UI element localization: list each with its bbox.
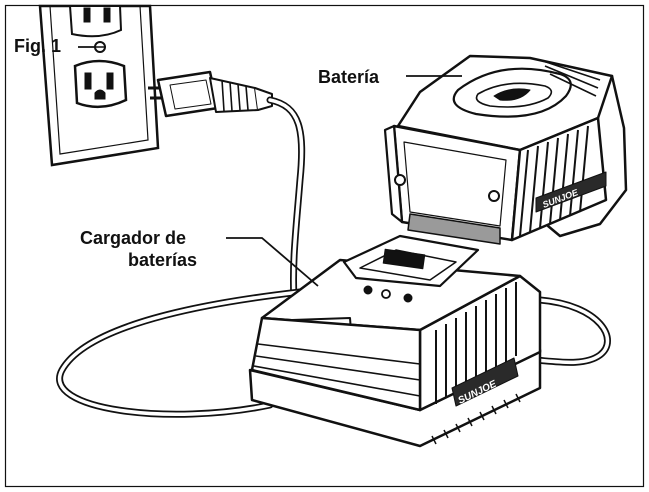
- power-cord: [56, 96, 611, 418]
- battery-charger: [248, 234, 542, 448]
- charger-leader: [226, 237, 319, 287]
- charger-callout-line2: baterías: [128, 250, 197, 270]
- battery-pack: [383, 54, 628, 245]
- wall-outlet: [38, 4, 160, 167]
- callout-leaders: [78, 46, 462, 287]
- charger-callout-line1: Cargador de: [80, 228, 186, 248]
- battery-callout: Batería: [318, 67, 380, 87]
- figure-number: Fig. 1: [14, 36, 61, 56]
